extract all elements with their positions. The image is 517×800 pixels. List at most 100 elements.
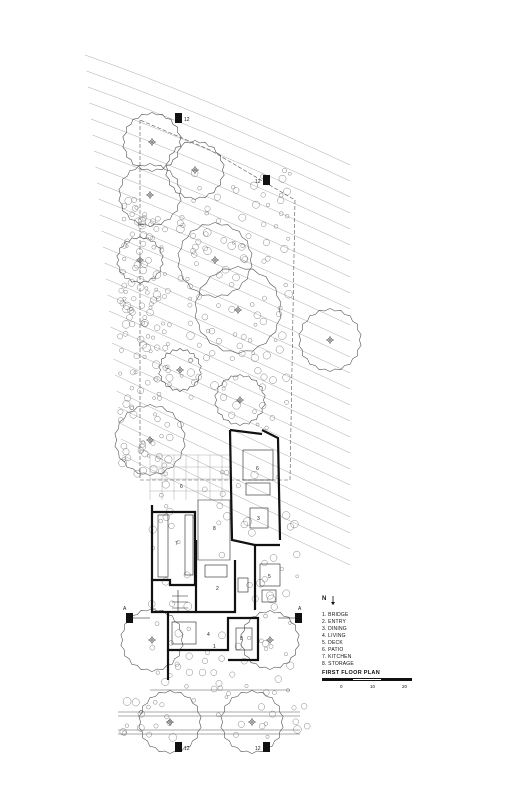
- shrub-mark: [262, 295, 267, 301]
- hatch-line: [93, 150, 351, 262]
- legend-item: 1. BRIDGE: [322, 612, 349, 618]
- shrub-mark: [157, 395, 162, 401]
- shrub-mark: [282, 589, 291, 598]
- shrub-mark: [124, 196, 133, 205]
- shrub-mark: [218, 551, 226, 559]
- shrub-mark: [282, 373, 291, 382]
- shrub-mark: [177, 421, 184, 428]
- room-number: 8: [240, 636, 243, 642]
- shrub-mark: [146, 731, 152, 738]
- shrub-mark: [283, 282, 288, 288]
- shrub-mark: [149, 465, 158, 473]
- shrub-mark: [153, 412, 157, 417]
- shrub-mark: [232, 374, 239, 381]
- shrub-mark: [276, 311, 283, 318]
- shrub-mark: [257, 703, 265, 711]
- tree-canopy: [158, 348, 202, 392]
- shrub-mark: [269, 376, 277, 384]
- shrub-mark: [188, 394, 194, 400]
- hatch-line: [92, 134, 351, 246]
- shrub-mark: [121, 320, 131, 329]
- shrub-mark: [152, 396, 156, 400]
- room-number: 3: [257, 516, 260, 522]
- legend-item: 5. DECK: [322, 640, 343, 646]
- shrub-mark: [152, 700, 158, 705]
- shrub-mark: [159, 245, 164, 249]
- shrub-mark: [119, 300, 126, 307]
- shrub-mark: [139, 340, 147, 349]
- shrub-mark: [174, 663, 181, 670]
- shrub-mark: [237, 720, 245, 728]
- tree-canopy: [120, 608, 184, 672]
- shrub-mark: [286, 523, 295, 531]
- shrub-mark: [227, 241, 236, 251]
- shrub-mark: [210, 381, 219, 390]
- shrub-mark: [124, 723, 129, 728]
- shrub-mark: [284, 290, 293, 299]
- room-number: 6: [256, 466, 259, 472]
- tree-canopy: [114, 404, 186, 476]
- shrub-mark: [148, 349, 153, 354]
- shrub-mark: [270, 603, 278, 611]
- shrub-mark: [266, 202, 271, 207]
- shrub-mark: [154, 324, 161, 331]
- hatch-line: [102, 246, 351, 358]
- shrub-mark: [122, 400, 131, 408]
- legend-item: 7. KITCHEN: [322, 654, 352, 660]
- tree-canopy: [118, 163, 182, 227]
- shrub-mark: [129, 211, 135, 217]
- shrub-mark: [141, 261, 148, 268]
- shrub-mark: [164, 714, 170, 720]
- shrub-mark: [127, 279, 136, 287]
- shrub-mark: [203, 246, 212, 255]
- north-arrow-icon: [331, 596, 335, 605]
- shrub-mark: [122, 305, 130, 314]
- room-number: 6: [180, 484, 183, 490]
- shrub-mark: [177, 275, 185, 282]
- shrub-mark: [188, 357, 194, 363]
- shrub-mark: [129, 386, 134, 391]
- shrub-mark: [231, 240, 236, 245]
- hatch-line: [99, 214, 351, 326]
- shrub-mark: [149, 218, 156, 225]
- shrub-mark: [232, 273, 240, 282]
- shrub-mark: [247, 636, 252, 641]
- shrub-mark: [162, 345, 169, 351]
- shrub-mark: [282, 511, 291, 520]
- scale-bar-segment: [352, 678, 382, 681]
- shrub-mark: [196, 342, 202, 348]
- tree-tag-2: 12: [255, 175, 270, 185]
- shrub-mark: [139, 441, 147, 448]
- shrub-mark: [166, 433, 174, 442]
- shrub-mark: [129, 406, 134, 411]
- street-band: [118, 689, 300, 735]
- shrub-mark: [295, 574, 299, 578]
- shrub-mark: [233, 332, 238, 337]
- shrub-texture: [117, 167, 311, 742]
- shrub-mark: [232, 187, 240, 194]
- shrub-mark: [246, 582, 253, 589]
- room-number: 7: [175, 541, 178, 547]
- shrub-mark: [268, 644, 274, 649]
- shrub-mark: [133, 352, 140, 359]
- shrub-mark: [283, 652, 288, 657]
- hatch-line: [114, 374, 351, 486]
- shrub-mark: [133, 261, 141, 269]
- shrub-mark: [164, 455, 173, 464]
- hatch-line: [87, 86, 351, 198]
- shrub-mark: [229, 282, 235, 288]
- shrub-mark: [138, 466, 147, 475]
- shrub-mark: [131, 296, 137, 302]
- shrub-mark: [185, 277, 190, 282]
- tree-tag-3-label: 12: [184, 746, 190, 752]
- legend-item: 6. PATIO: [322, 647, 344, 653]
- hatch-line: [111, 342, 351, 454]
- shrub-mark: [272, 690, 277, 696]
- shrub-mark: [203, 228, 212, 237]
- tree-canopy: [298, 308, 362, 372]
- shrub-mark: [277, 196, 285, 204]
- shrub-mark: [158, 518, 163, 524]
- shrub-mark: [119, 347, 124, 353]
- room-number: 1: [213, 644, 216, 650]
- shrub-mark: [153, 723, 159, 729]
